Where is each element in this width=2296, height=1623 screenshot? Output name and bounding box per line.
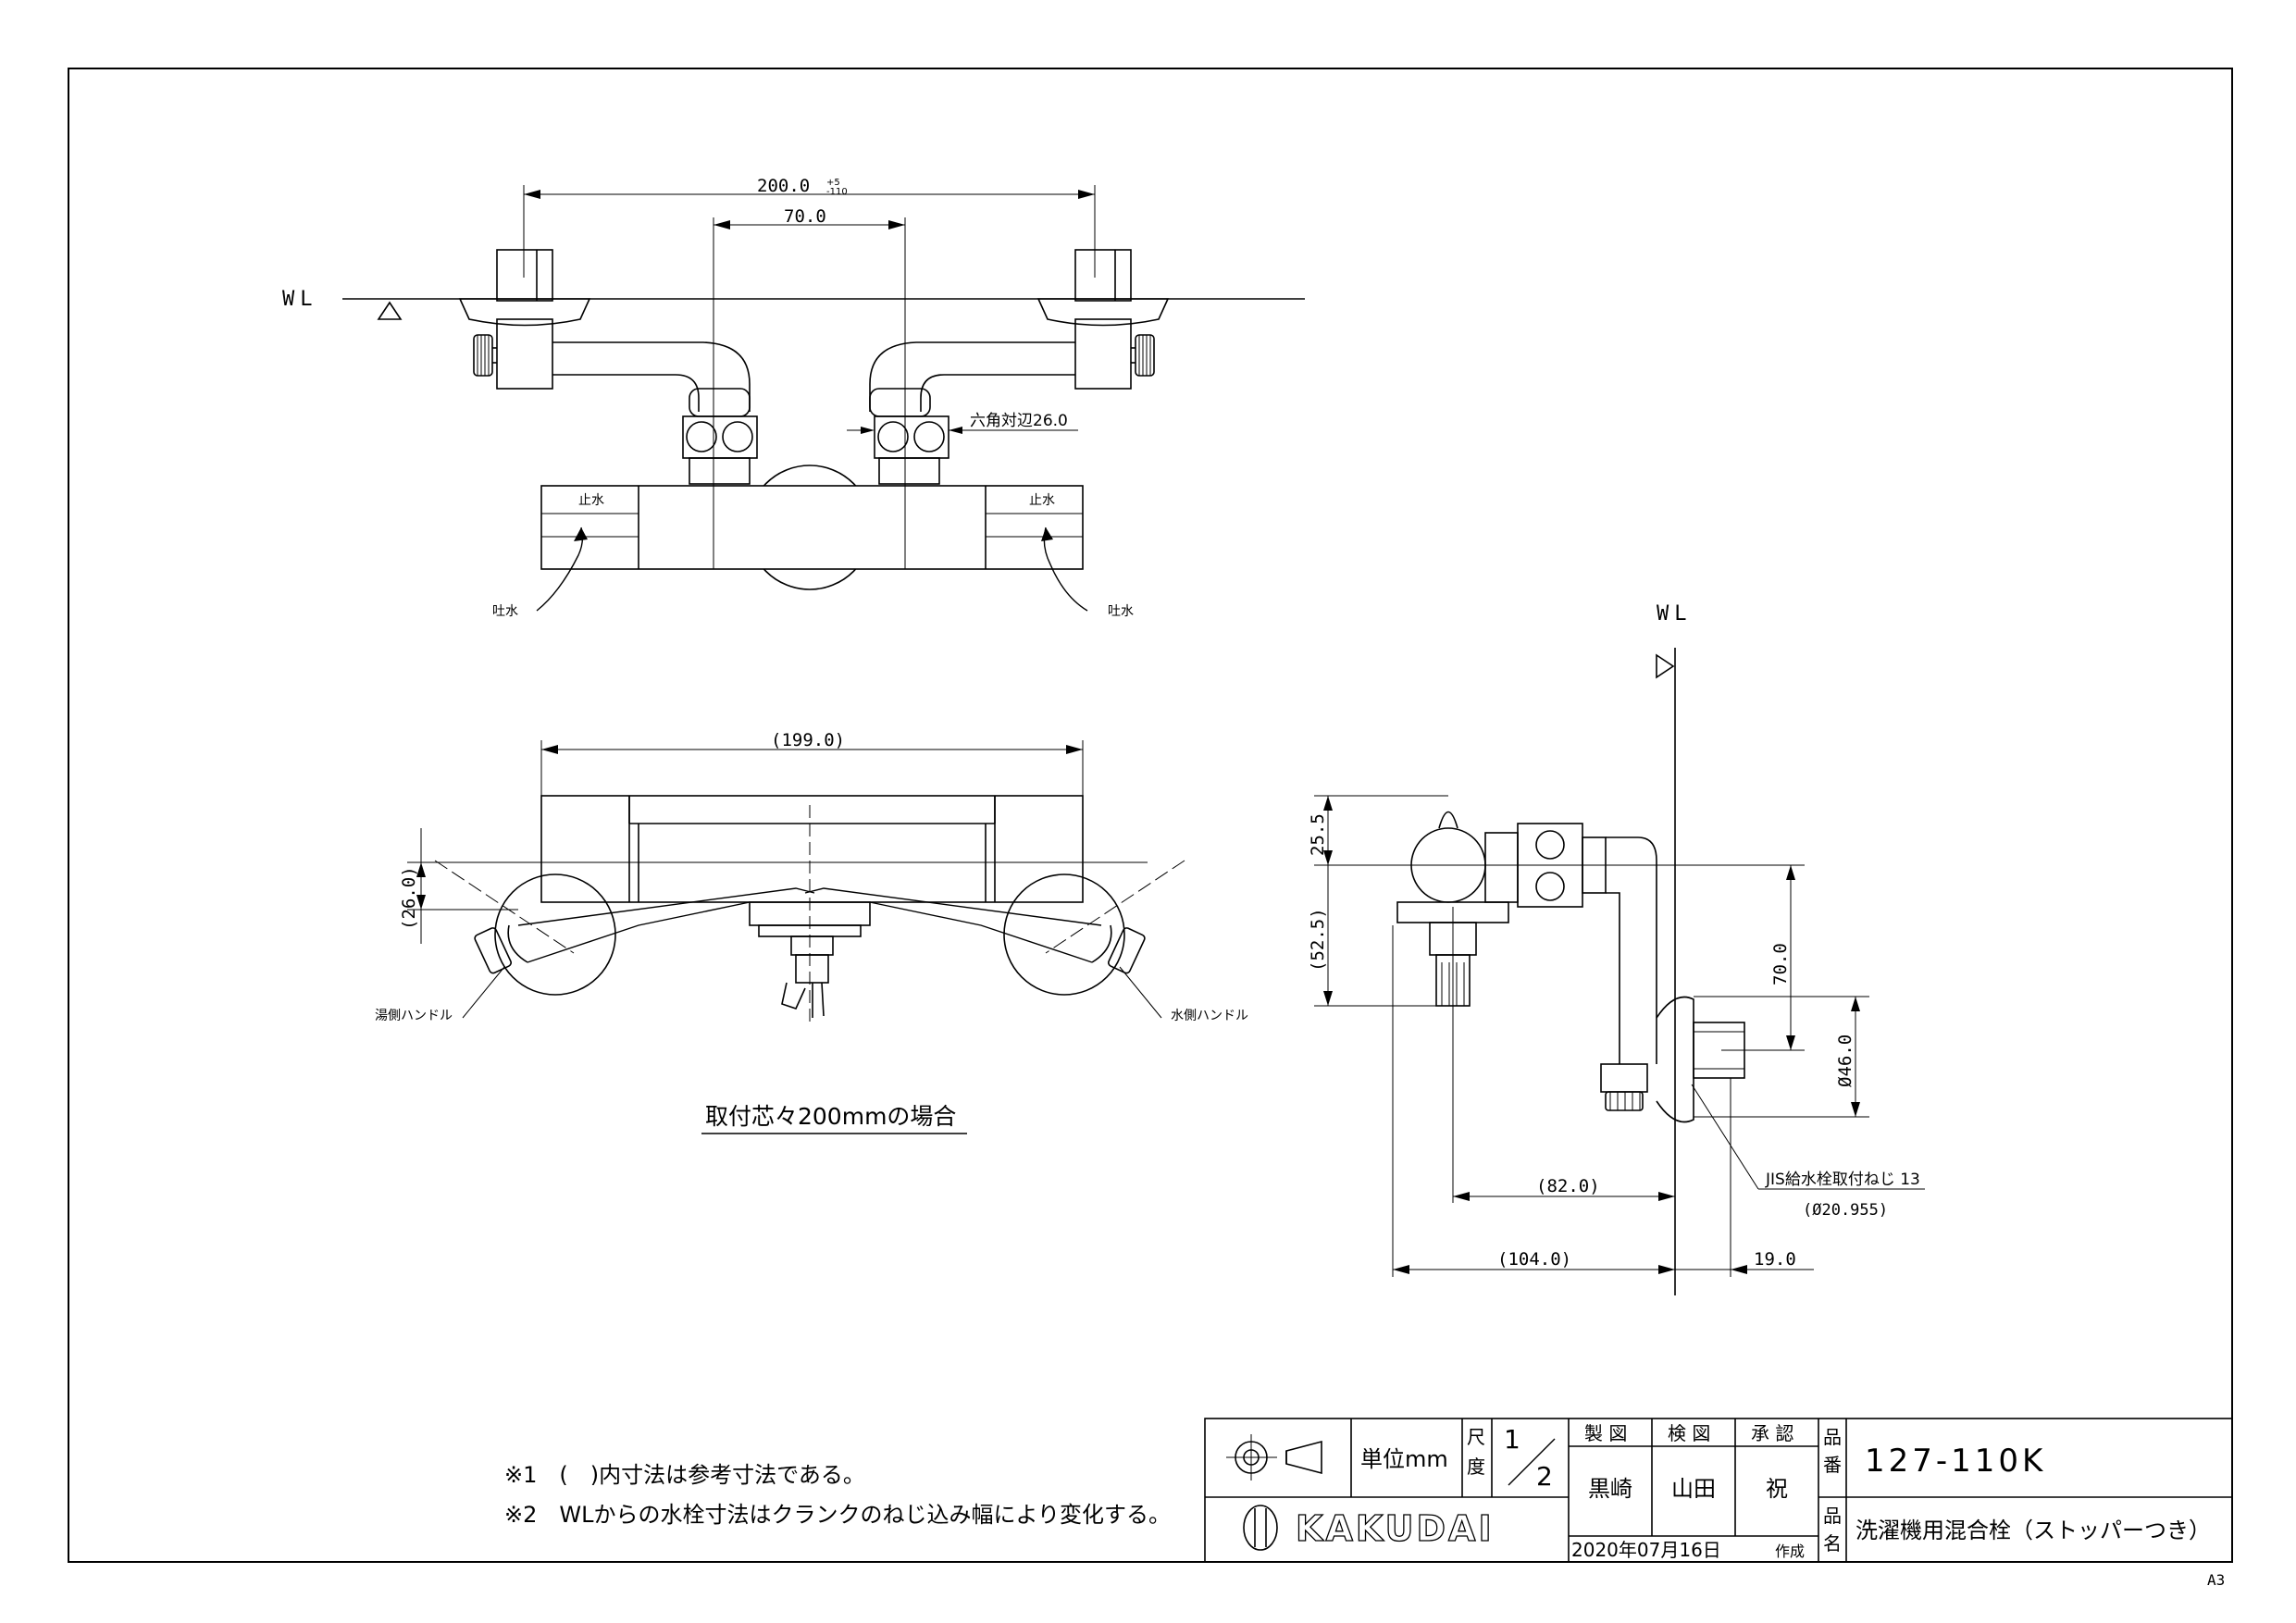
dim-200: 200.0 [757,176,810,196]
product-no-label-2: 番 [1823,1454,1842,1476]
side-dim-52-5: (52.5) [1308,908,1328,972]
dim-70: 70.0 [784,206,826,227]
date-suffix: 作成 [1775,1542,1805,1560]
side-dim-46: Ø46.0 [1835,1035,1855,1087]
checked-by: 山田 [1671,1476,1716,1502]
spout-label-left: 吐水 [492,604,518,619]
dim-200-tol-upper: +5 [826,178,840,188]
side-view: WL [1308,602,1925,1295]
unit-label: 単位mm [1360,1446,1448,1472]
jis-sub-label: (Ø20.955) [1803,1201,1888,1220]
side-dim-70: 70.0 [1770,943,1791,985]
wl-label-side: WL [1657,602,1693,626]
dim-26: (26.0) [399,866,419,930]
made-label: 製 図 [1584,1422,1627,1444]
product-no: 127-110K [1865,1443,2046,1480]
product-name: 洗濯機用混合栓（ストッパーつき） [1855,1518,2211,1543]
sheet-size: A3 [2207,1571,2225,1589]
dim-200-tol-lower: -110 [826,187,848,197]
title-block: 単位mm 尺 度 1 2 製 図 検 図 承 認 黒崎 山田 祝 品 番 127… [1204,1418,2233,1563]
view-caption: 取付芯々200mmの場合 [705,1103,956,1130]
approve-label: 承 認 [1751,1422,1793,1444]
date: 2020年07月16日 [1571,1539,1721,1561]
jis-label: JIS給水栓取付ねじ 13 [1765,1171,1920,1189]
brand-name: KAKUDAI [1296,1508,1495,1549]
kakudai-logo: KAKUDAI [1243,1505,1495,1551]
side-dim-104: (104.0) [1497,1249,1571,1270]
scale-label-2: 度 [1467,1456,1485,1478]
note-2: ※2 WLからの水栓寸法はクランクのねじ込み幅により変化する。 [504,1502,1171,1528]
spout-label-right: 吐水 [1108,604,1134,619]
side-dim-25-5: 25.5 [1308,813,1328,856]
product-no-label-1: 品 [1823,1426,1842,1448]
dim-199: (199.0) [771,730,845,750]
stop-label-left: 止水 [578,493,604,508]
notes: ※1 ( )内寸法は参考寸法である。 ※2 WLからの水栓寸法はクランクのねじ込… [504,1462,1171,1528]
hot-handle-label: 湯側ハンドル [375,1008,453,1023]
check-label: 検 図 [1668,1422,1710,1444]
scale-den: 2 [1536,1461,1553,1492]
product-name-label-1: 品 [1823,1505,1842,1527]
hex-label: 六角対辺26.0 [970,412,1068,430]
made-by: 黒崎 [1588,1476,1632,1502]
wl-label-top: WL [282,288,318,311]
side-dim-82: (82.0) [1536,1176,1600,1196]
note-1: ※1 ( )内寸法は参考寸法である。 [504,1462,865,1488]
bottom-view: (199.0) [375,730,1248,1134]
product-name-label-2: 名 [1823,1532,1842,1555]
side-dim-19: 19.0 [1754,1249,1796,1270]
scale-num: 1 [1504,1424,1520,1455]
sheet-border [68,68,2233,1563]
cold-handle-label: 水側ハンドル [1171,1009,1248,1023]
stop-label-right: 止水 [1029,493,1055,508]
scale-label-1: 尺 [1467,1426,1485,1448]
front-view: WL 200.0 +5 -110 70.0 [282,176,1305,619]
approved-by: 祝 [1766,1476,1788,1502]
